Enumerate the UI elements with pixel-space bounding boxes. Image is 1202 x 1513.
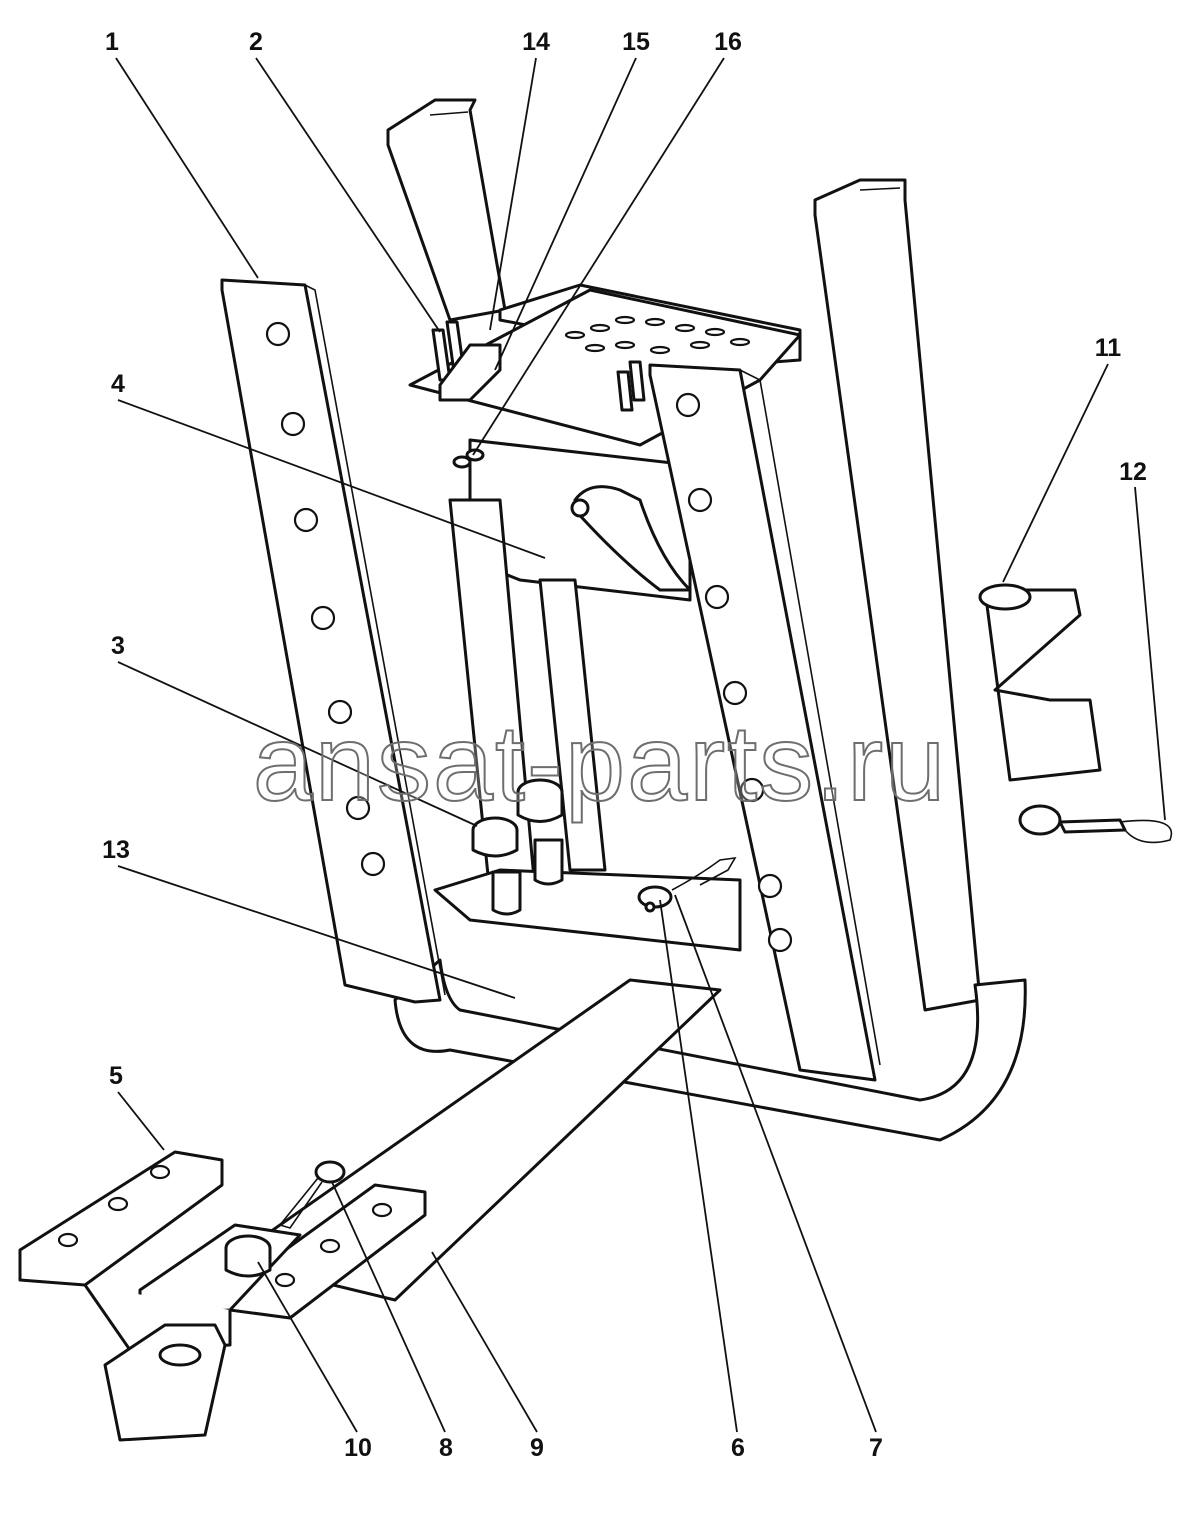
bottom-frame xyxy=(393,958,1027,1142)
rear-left-rail xyxy=(386,98,507,322)
callout-6: 6 xyxy=(731,1434,745,1462)
callout-11: 11 xyxy=(1095,334,1122,362)
callout-2: 2 xyxy=(249,28,263,56)
hitch-plate-left xyxy=(18,1150,224,1287)
nut-right xyxy=(516,778,564,823)
bracket-15 xyxy=(438,343,502,402)
nut-left xyxy=(471,816,519,858)
inner-post-right xyxy=(538,578,607,872)
pin-right xyxy=(533,838,564,886)
side-hitch-arm xyxy=(978,583,1102,836)
callout-9: 9 xyxy=(530,1434,544,1462)
callout-13: 13 xyxy=(102,836,130,864)
pin-left xyxy=(491,870,522,916)
callout-16: 16 xyxy=(714,28,742,56)
watermark-text: ansat-parts.ru xyxy=(253,702,947,823)
callout-15: 15 xyxy=(622,28,650,56)
leader-lines xyxy=(115,57,1166,1433)
callout-14: 14 xyxy=(522,28,550,56)
callout-8: 8 xyxy=(439,1434,453,1462)
lynch-pin xyxy=(1058,818,1173,844)
callout-1: 1 xyxy=(105,28,119,56)
nuts-16 xyxy=(452,448,485,469)
lower-cross-bar xyxy=(433,868,742,952)
callout-12: 12 xyxy=(1119,458,1147,486)
clip-7 xyxy=(671,856,737,891)
small-pin-6 xyxy=(637,885,673,913)
front-left-post xyxy=(220,278,446,1004)
callout-10: 10 xyxy=(344,1434,372,1462)
callout-3: 3 xyxy=(111,632,125,660)
front-right-post xyxy=(648,363,881,1082)
bolts-right-top xyxy=(616,360,646,412)
rear-right-rail xyxy=(813,178,982,1012)
ring-pin-8 xyxy=(278,1160,346,1229)
gearbox-housing xyxy=(468,438,692,602)
hitch-pin-10 xyxy=(224,1234,272,1278)
callout-labels: 1 2 14 15 16 11 12 4 3 13 5 10 8 9 6 7 xyxy=(102,28,1147,1462)
callout-7: 7 xyxy=(869,1434,883,1462)
callout-4: 4 xyxy=(111,370,125,398)
hitch-block xyxy=(103,1323,227,1442)
callout-5: 5 xyxy=(109,1062,123,1090)
